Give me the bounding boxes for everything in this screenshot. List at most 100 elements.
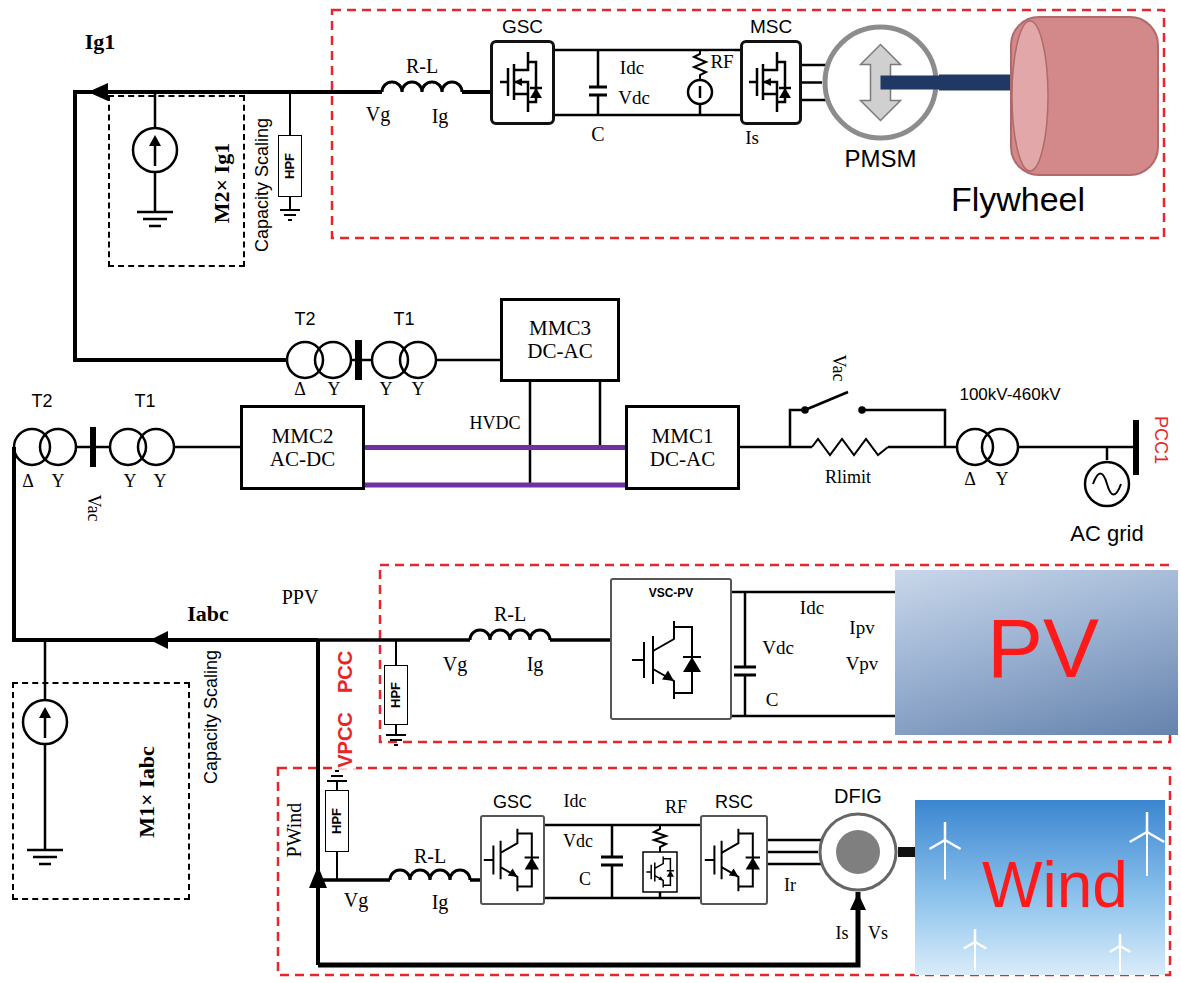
igbt-symbol [632, 621, 701, 699]
signal-label: Δ [963, 470, 977, 490]
node-label: MMC1 DC-AC [633, 424, 733, 470]
igbt-symbol [662, 671, 674, 682]
signal-label: Is [744, 128, 760, 149]
feeder-wire [75, 92, 490, 360]
node-label: DFIG [834, 785, 882, 807]
turbine-blade [944, 822, 947, 840]
signal-label: Vac [83, 494, 103, 523]
dc-link [597, 50, 600, 115]
region-outline [278, 768, 1170, 975]
signal-label: PPV [281, 586, 320, 608]
node-label: HPF [283, 153, 297, 179]
signal-label: Y [123, 472, 138, 492]
signal-label: C [578, 870, 592, 890]
flywheel: Flywheel [1010, 15, 1160, 177]
connector [545, 824, 700, 827]
igbt-symbol [746, 858, 760, 870]
node-label: GSC [502, 17, 543, 38]
transformer-symbol [372, 342, 408, 378]
ac-line [318, 892, 858, 965]
converter-box: VSC-PV [610, 578, 732, 720]
signal-label: T1 [392, 310, 415, 330]
converter-box: MMC2 AC-DC [240, 405, 365, 490]
pv-array-image: PV [895, 570, 1178, 735]
resistor-symbol [654, 825, 666, 852]
signal-label: C [590, 123, 605, 145]
connector [365, 445, 625, 450]
capacity-scaling-box: M1× IabcCapacity Scaling [12, 682, 190, 900]
node-label: HPF [330, 808, 344, 834]
signal-label: Ipv [848, 618, 875, 639]
igbt-symbol [646, 856, 674, 887]
turbine-blade [1120, 946, 1130, 952]
flywheel-body [1011, 17, 1158, 175]
dc-link [744, 592, 747, 716]
igbt-symbol [705, 829, 760, 891]
igbt-symbol [508, 868, 518, 876]
bus-bar [355, 340, 362, 380]
signal-label: Vg [365, 103, 391, 125]
signal-label: Δ [21, 472, 35, 492]
transformer-symbol [351, 359, 500, 362]
dc-link [318, 638, 610, 642]
filter-box: HPF [325, 790, 349, 852]
signal-label: Vpv [845, 654, 880, 675]
signal-label: Ir [783, 876, 797, 896]
grid-wire [803, 408, 808, 413]
connector [898, 847, 915, 857]
signal-label: Idc [563, 792, 588, 812]
dc-link [318, 825, 822, 898]
signal-label: Y [153, 472, 168, 492]
node-label: PMSM [845, 146, 917, 172]
dc-link [643, 852, 677, 892]
node-caption: Capacity Scaling [253, 118, 273, 252]
dc-link [699, 86, 702, 115]
signal-label: Ig1 [84, 30, 117, 54]
igbt-symbol [525, 858, 539, 870]
mosfet-symbol [749, 52, 791, 112]
signal-label: Rlimit [824, 468, 872, 488]
grid-wire [805, 392, 848, 410]
bus-bar [90, 427, 96, 467]
signal-label: T1 [133, 392, 156, 412]
mosfet-symbol [763, 78, 771, 86]
region-outline [332, 10, 1164, 238]
turbine-blade [1147, 832, 1164, 842]
transformer-symbol [40, 429, 76, 465]
signal-label: Idc [619, 58, 645, 79]
turbine-blade [964, 942, 975, 949]
connector [802, 81, 822, 84]
signal-label: Vdc [761, 638, 795, 659]
signal-label: Y [51, 472, 66, 492]
ac-line [14, 447, 318, 965]
hvdc-line [365, 483, 625, 488]
node-label: MSC [750, 17, 792, 38]
inductor-symbol [390, 870, 470, 880]
node-label: VSC-PV [649, 587, 694, 600]
ac-line [14, 447, 858, 965]
signal-label: VPCC [334, 711, 356, 769]
current-source-arrow [39, 707, 51, 718]
converter-box: MMC3 DC-AC [500, 298, 620, 382]
rotor-symbol [836, 830, 880, 874]
node-label: MMC2 AC-DC [253, 424, 353, 470]
igbt-symbol [484, 829, 539, 891]
hvdc-line [365, 483, 625, 488]
turbine-blade [1110, 946, 1120, 952]
node-label: AC grid [1070, 522, 1143, 546]
transformer-symbol [400, 342, 436, 378]
current-arrow [88, 83, 866, 910]
turbine-tower [944, 840, 946, 880]
dc-link [611, 825, 614, 898]
signal-label: Idc [799, 598, 825, 619]
signal-label: Vg [343, 889, 369, 911]
signal-label: RF [709, 52, 734, 73]
turbine-blade [929, 840, 945, 849]
signal-label: Y [995, 470, 1010, 490]
signal-label: 100kV-460kV [958, 386, 1061, 405]
turbine-blade [1119, 934, 1122, 946]
grid-wire [740, 392, 1135, 460]
mosfet-symbol [500, 52, 542, 112]
connector [732, 591, 895, 594]
filter-box: HPF [384, 665, 408, 725]
